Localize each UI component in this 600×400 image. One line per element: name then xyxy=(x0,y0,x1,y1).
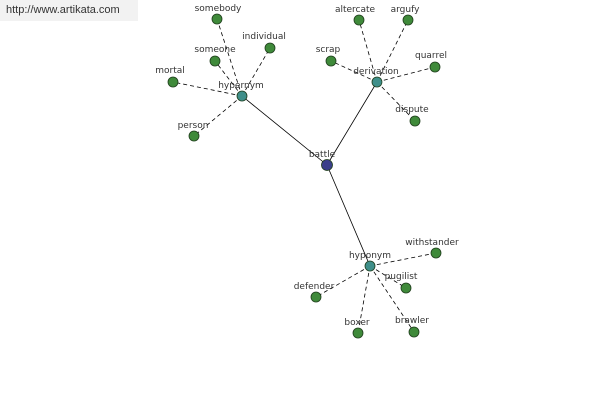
node-label-scrap[interactable]: scrap xyxy=(316,45,341,55)
node-pugilist[interactable] xyxy=(400,282,412,294)
node-altercate[interactable] xyxy=(353,14,365,26)
node-label-dispute[interactable]: dispute xyxy=(395,105,429,115)
edge-hypernym-individual xyxy=(241,47,271,97)
node-battle[interactable] xyxy=(321,159,333,171)
edge-hyponym-pugilist xyxy=(369,265,407,289)
node-label-mortal[interactable]: mortal xyxy=(155,66,185,76)
edge-derivation-quarrel xyxy=(376,66,436,83)
edge-derivation-altercate xyxy=(358,19,378,83)
node-label-derivation[interactable]: derivation xyxy=(353,67,399,77)
node-label-quarrel[interactable]: quarrel xyxy=(415,51,447,61)
node-label-person[interactable]: person xyxy=(178,121,209,131)
node-label-someone[interactable]: someone xyxy=(194,45,236,55)
node-quarrel[interactable] xyxy=(429,61,441,73)
node-individual[interactable] xyxy=(264,42,276,54)
node-withstander[interactable] xyxy=(430,247,442,259)
edge-hypernym-someone xyxy=(214,60,243,97)
node-label-hyponym[interactable]: hyponym xyxy=(349,251,391,261)
node-label-defender[interactable]: defender xyxy=(294,282,335,292)
node-label-withstander[interactable]: withstander xyxy=(405,238,459,248)
edge-hypernym-mortal xyxy=(172,81,243,97)
node-mortal[interactable] xyxy=(167,76,179,88)
node-boxer[interactable] xyxy=(352,327,364,339)
node-someone[interactable] xyxy=(209,55,221,67)
node-somebody[interactable] xyxy=(211,13,223,25)
node-defender[interactable] xyxy=(310,291,322,303)
node-brawler[interactable] xyxy=(408,326,420,338)
node-label-argufy[interactable]: argufy xyxy=(391,5,420,15)
edge-hyponym-withstander xyxy=(369,252,437,267)
node-label-altercate[interactable]: altercate xyxy=(335,5,376,15)
node-derivation[interactable] xyxy=(371,76,383,88)
edge-derivation-dispute xyxy=(376,81,416,122)
site-url-watermark[interactable]: http://www.artikata.com xyxy=(0,0,138,21)
edge-hyponym-defender xyxy=(315,265,371,298)
node-person[interactable] xyxy=(188,130,200,142)
node-label-battle[interactable]: battle xyxy=(309,150,336,160)
edge-battle-hypernym xyxy=(241,95,328,166)
node-label-hypernym[interactable]: hypernym xyxy=(218,81,264,91)
node-label-boxer[interactable]: boxer xyxy=(344,318,370,328)
labels-layer: battle hypernym derivation hyponym somebody s… xyxy=(155,4,459,328)
nodes-layer xyxy=(167,13,442,339)
edge-hyponym-boxer xyxy=(357,265,371,334)
node-dispute[interactable] xyxy=(409,115,421,127)
node-hyponym[interactable] xyxy=(364,260,376,272)
edge-battle-hyponym xyxy=(326,164,371,267)
node-label-somebody[interactable]: somebody xyxy=(195,4,242,14)
node-label-individual[interactable]: individual xyxy=(242,32,286,42)
edge-hypernym-person xyxy=(193,95,243,137)
edges-layer xyxy=(172,18,437,334)
edge-battle-derivation xyxy=(326,81,378,166)
edge-derivation-argufy xyxy=(376,19,409,83)
node-argufy[interactable] xyxy=(402,14,414,26)
node-scrap[interactable] xyxy=(325,55,337,67)
edge-hyponym-brawler xyxy=(369,265,415,333)
node-label-brawler[interactable]: brawler xyxy=(395,316,429,326)
node-hypernym[interactable] xyxy=(236,90,248,102)
node-label-pugilist[interactable]: pugilist xyxy=(385,272,418,282)
edge-derivation-scrap xyxy=(330,60,378,83)
